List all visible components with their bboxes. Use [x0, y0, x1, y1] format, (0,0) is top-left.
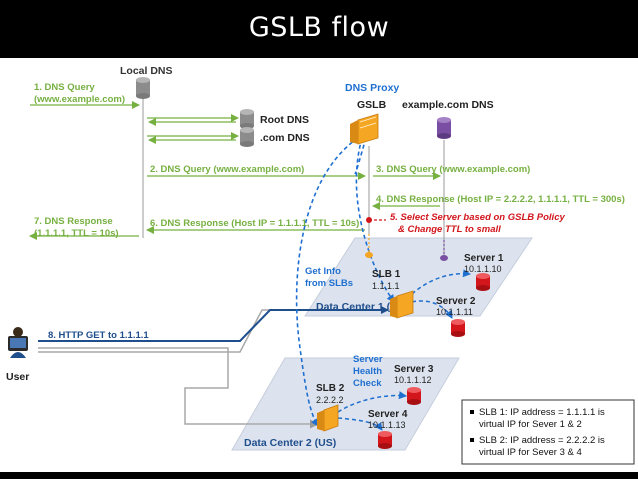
step1-sublabel: (www.example.com)	[34, 94, 125, 105]
step7-sublabel: (1.1.1.1, TTL = 10s)	[34, 228, 119, 239]
step5-dot	[366, 217, 372, 223]
get-info-sublabel: from SLBs	[305, 278, 353, 289]
server4-database-icon	[378, 431, 392, 449]
local-dns-label: Local DNS	[120, 65, 173, 77]
step1-label: 1. DNS Query	[34, 82, 95, 93]
slb2-label: SLB 2	[316, 383, 345, 394]
step2-label: 2. DNS Query (www.example.com)	[150, 164, 304, 175]
local-dns-database-icon	[136, 77, 150, 99]
server4-label: Server 4	[368, 409, 408, 420]
gslb-to-slb1-link	[355, 137, 395, 303]
com-dns-database-icon	[240, 127, 254, 147]
root-dns-label: Root DNS	[260, 114, 309, 126]
health-check-label-3: Check	[353, 378, 382, 389]
legend-line2: SLB 2: IP address = 2.2.2.2 is	[479, 435, 605, 446]
legend-box: SLB 1: IP address = 1.1.1.1 is virtual I…	[461, 399, 635, 465]
legend-line2-cont: virtual IP for Sever 3 & 4	[479, 447, 582, 458]
step5-sublabel: & Change TTL to small	[398, 224, 501, 235]
gslb-label: GSLB	[357, 99, 387, 111]
get-info-label: Get Info	[305, 266, 341, 277]
server2-ip: 10.1.1.11	[436, 307, 473, 317]
step7-label: 7. DNS Response	[34, 216, 113, 227]
server1-label: Server 1	[464, 253, 504, 264]
dns-proxy-label: DNS Proxy	[345, 82, 399, 94]
root-dns-database-icon	[240, 109, 254, 129]
server1-database-icon	[476, 273, 490, 291]
slb1-appliance-icon	[390, 290, 414, 319]
server3-ip: 10.1.1.12	[394, 375, 432, 385]
server3-label: Server 3	[394, 364, 434, 375]
server1-ip: 10.1.1.10	[464, 264, 502, 274]
gslb-small-db-icon	[365, 252, 373, 258]
slb2-server3-check	[337, 391, 407, 413]
server2-database-icon	[451, 319, 465, 337]
example-dns-database-icon	[437, 117, 451, 139]
example-dns-label: example.com DNS	[402, 99, 494, 111]
step5-label: 5. Select Server based on GSLB Policy	[390, 212, 565, 223]
server2-label: Server 2	[436, 296, 476, 307]
diagram-canvas: Data Center 1 (KR) Data Center 2 (US) 1.…	[0, 58, 638, 472]
slb1-label: SLB 1	[372, 269, 401, 280]
data-center-2-panel: Data Center 2 (US)	[231, 357, 460, 451]
legend-line1: SLB 1: IP address = 1.1.1.1 is	[479, 407, 605, 418]
slb1-server1-check	[411, 269, 471, 295]
com-dns-label: .com DNS	[260, 132, 310, 144]
slb1-ip: 1.1.1.1	[372, 281, 400, 291]
data-center-1-panel: Data Center 1 (KR)	[304, 237, 533, 317]
gslb-flow-diagram: Data Center 1 (KR) Data Center 2 (US) 1.…	[6, 65, 635, 465]
step4-label: 4. DNS Response (Host IP = 2.2.2.2, 1.1.…	[376, 194, 625, 205]
title-bar: GSLB flow	[0, 0, 638, 58]
slb2-appliance-icon	[317, 404, 339, 432]
step6-label: 6. DNS Response (Host IP = 1.1.1.1, TTL …	[150, 218, 359, 229]
arrow-step8	[38, 306, 389, 342]
dc2-label: Data Center 2 (US)	[244, 437, 336, 449]
gslb-appliance-icon	[350, 113, 379, 145]
slb2-server4-check	[337, 417, 383, 431]
health-check-label-2: Health	[353, 366, 382, 377]
slide-title: GSLB flow	[248, 12, 390, 43]
user-label: User	[6, 371, 29, 383]
slb2-ip: 2.2.2.2	[316, 395, 344, 405]
step3-label: 3. DNS Query (www.example.com)	[376, 164, 530, 175]
health-check-label-1: Server	[353, 354, 383, 365]
route-to-slb2	[38, 347, 319, 429]
user-icon	[8, 327, 28, 358]
server4-ip: 10.1.1.13	[368, 420, 406, 430]
slb1-server2-check	[411, 300, 453, 319]
server3-database-icon	[407, 387, 421, 405]
example-dns-small-db-icon	[440, 255, 448, 261]
step8-label: 8. HTTP GET to 1.1.1.1	[48, 330, 149, 341]
legend-line1-cont: virtual IP for Sever 1 & 2	[479, 419, 582, 430]
gslb-proxy-link	[354, 137, 367, 175]
